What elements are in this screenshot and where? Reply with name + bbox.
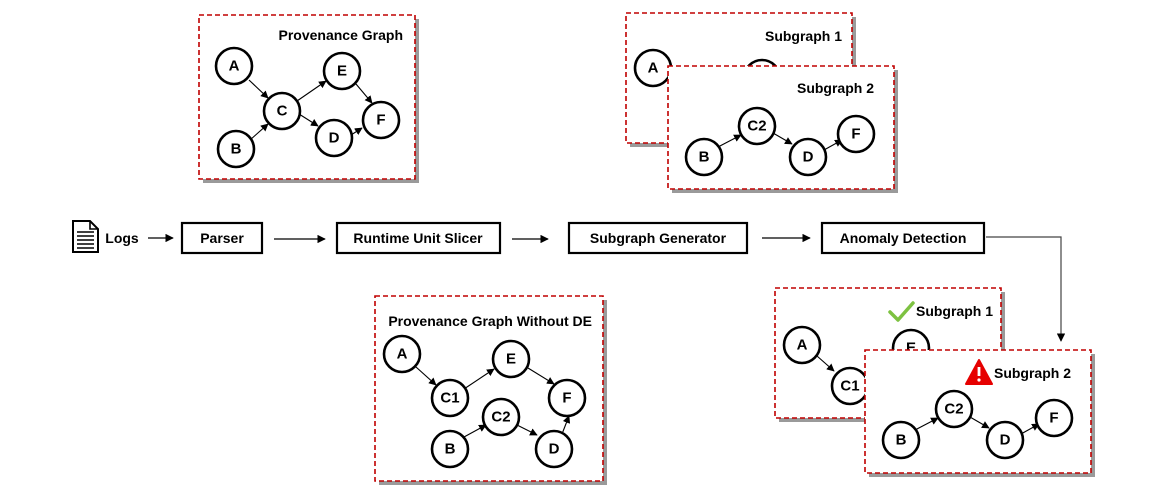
svg-text:F: F xyxy=(376,112,385,129)
svg-text:C2: C2 xyxy=(747,118,766,135)
node-d: D xyxy=(788,137,828,177)
arrow-detection-results xyxy=(986,236,1066,342)
svg-text:Subgraph Generator: Subgraph Generator xyxy=(590,230,727,246)
svg-text:E: E xyxy=(506,351,516,368)
node-b: B xyxy=(684,137,724,177)
svg-text:A: A xyxy=(229,58,240,75)
provenance-graph-panel: Provenance Graph A B C E D F xyxy=(198,14,419,183)
edge-c-d xyxy=(298,113,319,127)
pipeline-row: Logs Parser Runtime Unit Slicer Subgraph… xyxy=(72,220,1066,342)
svg-text:B: B xyxy=(231,141,242,158)
edge-b-c2 xyxy=(914,417,939,431)
svg-text:E: E xyxy=(906,340,916,357)
edge-a-c1 xyxy=(415,366,437,386)
edge-a-c xyxy=(248,79,269,99)
node-c1: C1 xyxy=(830,366,870,406)
svg-text:Parser: Parser xyxy=(200,230,244,246)
svg-text:D: D xyxy=(549,441,560,458)
step-parser: Parser xyxy=(180,221,264,255)
svg-text:E: E xyxy=(337,63,347,80)
edge-a-c1 xyxy=(816,355,835,372)
edge-d-f xyxy=(561,415,571,435)
svg-text:B: B xyxy=(896,432,907,449)
subgraph2-top-panel: Subgraph 2 B C2 D F xyxy=(667,65,898,193)
svg-text:A: A xyxy=(397,346,408,363)
svg-text:C1: C1 xyxy=(840,378,859,395)
node-c: C xyxy=(262,91,302,131)
svg-text:D: D xyxy=(329,130,340,147)
node-c2: C2 xyxy=(737,106,777,146)
svg-text:D: D xyxy=(803,149,814,166)
logs-label: Logs xyxy=(105,230,139,246)
panel-title: Subgraph 2 xyxy=(994,365,1071,381)
node-b: B xyxy=(216,129,256,169)
provenance-without-de-panel: Provenance Graph Without DE A C1 E F C2 xyxy=(374,295,607,485)
svg-text:D: D xyxy=(1000,432,1011,449)
svg-text:A: A xyxy=(797,337,808,354)
node-d: D xyxy=(985,420,1025,460)
panel-title: Provenance Graph Without DE xyxy=(388,313,592,329)
node-b: B xyxy=(430,429,470,469)
step-runtime-unit-slicer: Runtime Unit Slicer xyxy=(335,221,502,255)
svg-text:A: A xyxy=(648,60,659,77)
node-d: D xyxy=(534,429,574,469)
edge-d-f xyxy=(1020,423,1040,435)
svg-text:F: F xyxy=(1049,410,1058,427)
svg-text:B: B xyxy=(445,441,456,458)
panel-title: Subgraph 2 xyxy=(797,80,874,96)
node-f: F xyxy=(836,114,876,154)
step-anomaly-detection: Anomaly Detection xyxy=(820,221,986,255)
svg-text:B: B xyxy=(699,149,710,166)
node-a: A xyxy=(214,46,254,86)
edge-c1-e xyxy=(463,368,495,390)
subgraph2-result-panel: Subgraph 2 B C2 D F xyxy=(864,349,1095,477)
edge-c2-d xyxy=(969,416,990,429)
node-a: A xyxy=(382,334,422,374)
svg-text:C1: C1 xyxy=(440,390,459,407)
node-c1: C1 xyxy=(430,378,470,418)
node-a: A xyxy=(782,325,822,365)
node-e: E xyxy=(491,339,531,379)
node-f: F xyxy=(1034,398,1074,438)
step-subgraph-generator: Subgraph Generator xyxy=(567,221,749,255)
check-icon xyxy=(888,301,915,322)
node-f: F xyxy=(361,100,401,140)
edge-c2-d xyxy=(516,424,538,436)
node-b: B xyxy=(881,420,921,460)
node-c2: C2 xyxy=(481,397,521,437)
svg-text:C: C xyxy=(277,103,288,120)
edge-e-f xyxy=(355,83,373,104)
node-d: D xyxy=(314,118,354,158)
svg-text:Anomaly Detection: Anomaly Detection xyxy=(840,230,967,246)
node-e: E xyxy=(322,51,362,91)
document-icon xyxy=(72,220,99,253)
node-f: F xyxy=(547,378,587,418)
edge-c2-d xyxy=(772,132,793,145)
edge-b-c2 xyxy=(463,424,487,438)
node-a: A xyxy=(633,48,673,88)
panel-title: Subgraph 1 xyxy=(916,303,993,319)
edge-c-e xyxy=(296,80,327,102)
svg-text:F: F xyxy=(562,390,571,407)
node-c2: C2 xyxy=(934,389,974,429)
panel-title: Subgraph 1 xyxy=(765,28,842,44)
svg-text:C2: C2 xyxy=(944,401,963,418)
edge-b-c xyxy=(249,123,269,141)
svg-text:C2: C2 xyxy=(491,409,510,426)
edge-e-f xyxy=(527,367,555,385)
edge-b-c2 xyxy=(717,134,742,148)
svg-text:F: F xyxy=(851,126,860,143)
panel-title: Provenance Graph xyxy=(279,27,404,43)
warning-icon xyxy=(965,359,993,385)
svg-text:Runtime Unit Slicer: Runtime Unit Slicer xyxy=(353,230,483,246)
